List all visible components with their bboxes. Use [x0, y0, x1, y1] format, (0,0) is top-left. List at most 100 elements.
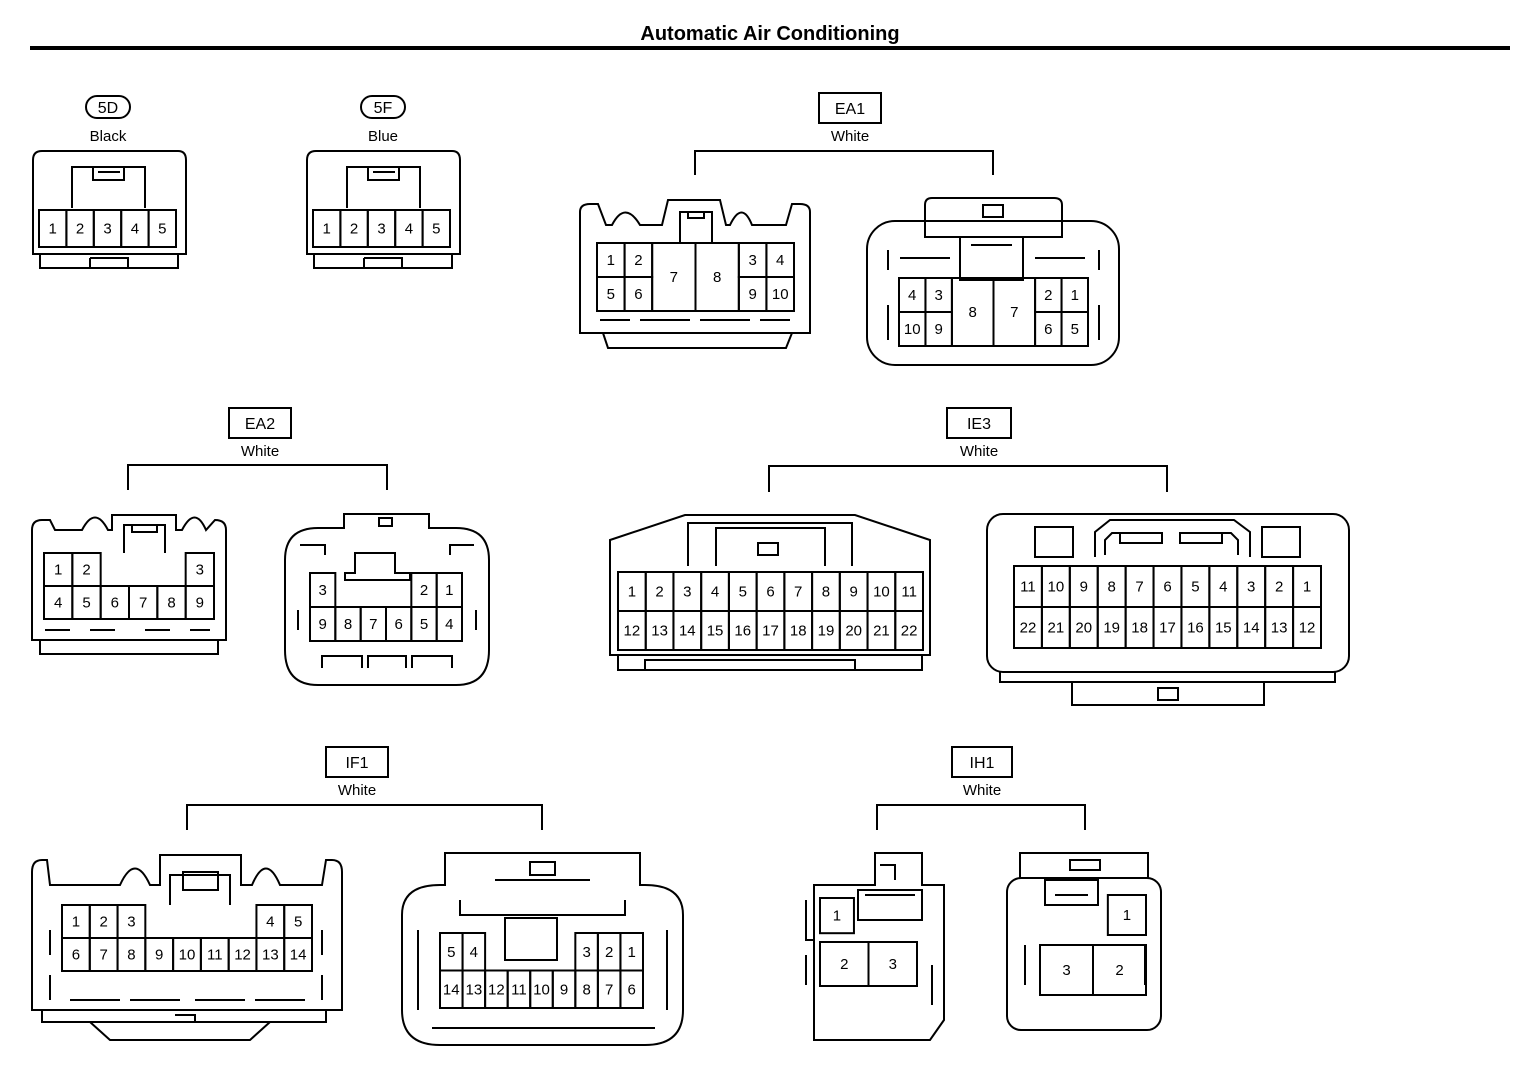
connector-latch — [687, 522, 853, 566]
pin-number: 1 — [445, 582, 453, 599]
pin-number: 11 — [901, 584, 917, 601]
pin-number: 2 — [76, 221, 84, 238]
connector-latch — [71, 166, 146, 208]
pin-number: 6 — [1163, 579, 1171, 596]
pin-cavity — [819, 897, 855, 935]
pin-number: 6 — [628, 981, 636, 998]
connector-latch — [300, 517, 474, 581]
pin-cavity — [435, 606, 463, 642]
pin-cavity — [619, 969, 645, 1009]
pin-number: 5 — [158, 221, 166, 238]
connector-housing — [284, 513, 490, 686]
pin-number: 8 — [713, 269, 721, 286]
connector-code: IF1 — [345, 755, 368, 772]
pin-number: 6 — [1044, 321, 1052, 338]
connector-color: White — [338, 782, 376, 799]
connector-housing — [32, 150, 187, 255]
connector-latch — [679, 211, 713, 243]
pin-cavity — [623, 276, 654, 312]
pin-number: 5 — [82, 595, 90, 612]
connector-bottom — [600, 319, 793, 349]
pin-number: 7 — [139, 595, 147, 612]
pin-number: 3 — [318, 582, 326, 599]
connector-code-box — [325, 746, 389, 778]
connector-latch — [1034, 519, 1301, 558]
connector-bracket — [694, 150, 994, 175]
connector-housing — [986, 513, 1350, 673]
connector-color: Black — [90, 128, 127, 145]
connector-code-box — [951, 746, 1013, 778]
connector-housing — [306, 150, 461, 255]
pin-number: 3 — [377, 221, 385, 238]
connector-slots — [49, 930, 323, 1022]
pin-number: 2 — [1115, 962, 1123, 979]
pin-number: 4 — [54, 595, 62, 612]
pin-number: 3 — [1062, 962, 1070, 979]
pin-number: 9 — [748, 286, 756, 303]
connector-code: EA2 — [245, 416, 275, 433]
pin-number: 5 — [447, 944, 455, 961]
pin-number: 7 — [605, 981, 613, 998]
connector-housing — [31, 854, 343, 1011]
pin-cavity — [283, 937, 314, 972]
connector-code-box — [228, 407, 292, 439]
pin-number: 8 — [167, 595, 175, 612]
pin-number: 1 — [72, 914, 80, 931]
pin-number: 4 — [470, 944, 478, 961]
connector-slots — [297, 610, 477, 668]
connector-housing — [1006, 877, 1162, 1031]
pin-number: 2 — [1044, 287, 1052, 304]
connector-base — [617, 655, 923, 671]
connector-code-pill — [360, 95, 406, 119]
pin-number: 10 — [1048, 579, 1065, 596]
connector-base — [313, 254, 453, 269]
pin-number: 10 — [772, 286, 789, 303]
pin-cavity — [1292, 606, 1323, 649]
pin-number: 13 — [1271, 620, 1288, 637]
pin-number: 4 — [405, 221, 413, 238]
connector-housing — [813, 852, 945, 1041]
pin-number: 1 — [833, 908, 841, 925]
connector-side — [1024, 945, 1146, 985]
pin-number: 7 — [1010, 304, 1018, 321]
page-title: Automatic Air Conditioning — [640, 23, 899, 45]
connector-housing — [609, 514, 931, 656]
pin-number: 14 — [679, 623, 696, 640]
connector-code-pill — [85, 95, 131, 119]
connector-latch — [123, 524, 166, 553]
connector-base — [39, 254, 179, 269]
pin-number: 21 — [1048, 620, 1065, 637]
connector-color: Blue — [368, 128, 398, 145]
pin-number: 20 — [845, 623, 862, 640]
pin-number: 13 — [465, 981, 482, 998]
connector-latch — [169, 871, 231, 905]
pin-number: 2 — [840, 956, 848, 973]
connector-latch — [459, 861, 626, 961]
connector-bottom — [41, 1010, 327, 1041]
pin-number: 19 — [1103, 620, 1120, 637]
pin-number: 1 — [607, 252, 615, 269]
pin-number: 1 — [49, 221, 57, 238]
pin-number: 8 — [344, 616, 352, 633]
pin-number: 5 — [432, 221, 440, 238]
pin-number: 6 — [394, 616, 402, 633]
pin-number: 14 — [290, 947, 307, 964]
pin-number: 6 — [72, 947, 80, 964]
pin-number: 6 — [111, 595, 119, 612]
pin-cavity — [1106, 894, 1147, 936]
pin-number: 9 — [155, 947, 163, 964]
pin-number: 8 — [582, 981, 590, 998]
connector-base — [999, 672, 1336, 706]
connector-housing — [401, 852, 684, 1046]
pin-number: 4 — [711, 584, 719, 601]
connector-code: IH1 — [970, 755, 995, 772]
pin-number: 3 — [935, 287, 943, 304]
pin-number: 3 — [748, 252, 756, 269]
